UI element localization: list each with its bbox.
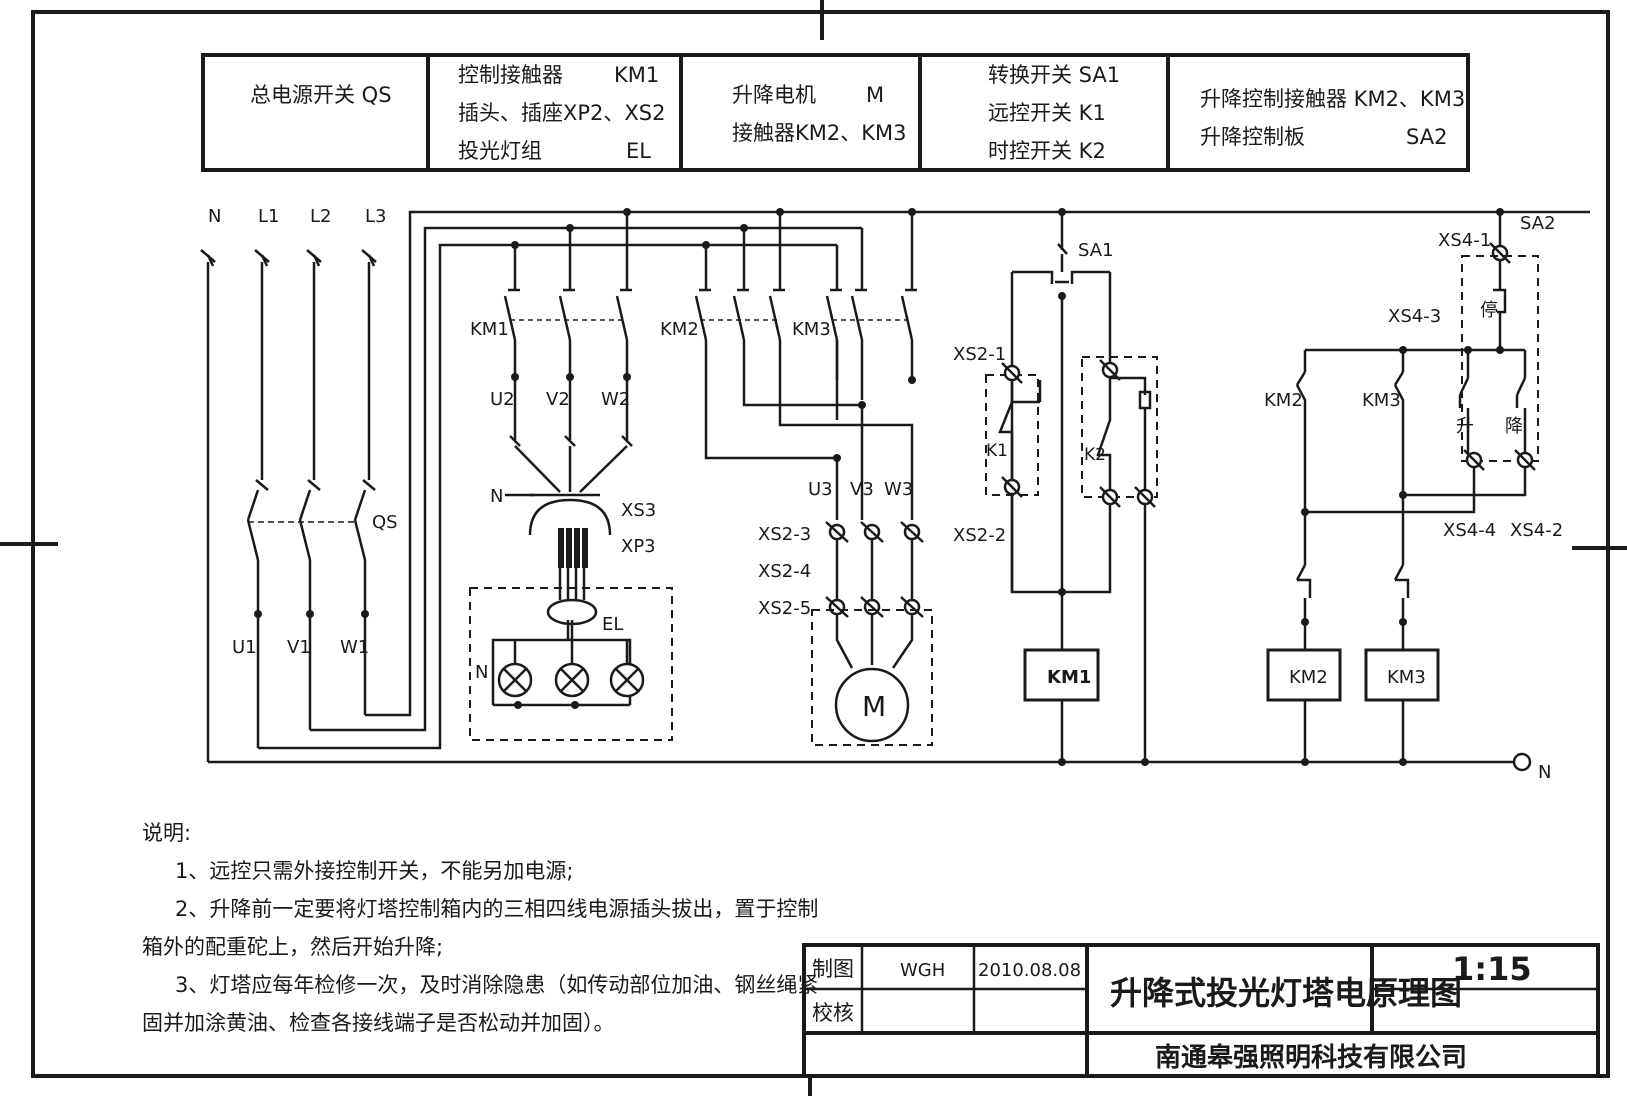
k2-box xyxy=(1081,356,1158,498)
supply-terminals xyxy=(200,249,377,762)
label-xs2-5: XS2-5 xyxy=(758,598,811,619)
motor-icon: M xyxy=(834,667,910,743)
legend-motor-code: M xyxy=(866,83,884,107)
title-block: 制图 WGH 2010.08.08 校核 升降式投光灯塔电原理图 1:15 南通… xyxy=(802,943,1600,1078)
label-stop: 停 xyxy=(1480,300,1498,321)
label-n: N xyxy=(208,206,221,227)
xs3-plug-lamp-group: N XS3 XP3 EL N xyxy=(469,445,673,741)
label-xs3: XS3 xyxy=(621,500,656,521)
label-xs2-2: XS2-2 xyxy=(953,525,1006,546)
note-2a: 2、升降前一定要将灯塔控制箱内的三相四线电源插头拔出，置于控制 xyxy=(175,897,818,921)
drawn-label: 制图 xyxy=(812,957,854,981)
drawn-by: WGH xyxy=(900,960,945,981)
label-l3: L3 xyxy=(365,206,386,227)
legend-k1: 远控开关 K1 xyxy=(988,101,1106,125)
label-km2-coil: KM2 xyxy=(1289,667,1328,688)
label-qs: QS xyxy=(372,512,398,533)
legend-motor: 升降电机 xyxy=(732,83,816,107)
label-km1-contacts: KM1 xyxy=(470,319,509,340)
lamp-box xyxy=(469,587,673,741)
label-xs2-1: XS2-1 xyxy=(953,344,1006,365)
label-xs4-2: XS4-2 xyxy=(1510,520,1563,541)
label-sa2: SA2 xyxy=(1520,213,1556,234)
legend-qs: 总电源开关 QS xyxy=(250,83,392,107)
label-n-end: N xyxy=(1538,762,1551,783)
label-w2: W2 xyxy=(601,389,630,410)
drawing-date: 2010.08.08 xyxy=(978,960,1081,981)
component-legend-table: 总电源开关 QS 控制接触器 KM1 插头、插座XP2、XS2 投光灯组 EL … xyxy=(201,53,1470,172)
notes: 说明: 1、远控只需外接控制开关，不能另加电源; 2、升降前一定要将灯塔控制箱内… xyxy=(142,821,818,1035)
label-el: EL xyxy=(602,614,623,635)
legend-km2-km3: 接触器KM2、KM3 xyxy=(732,121,907,145)
lamp-2-icon xyxy=(554,662,590,698)
km2-km3-main-contacts: KM2 KM3 U3 V3 W3 xyxy=(660,208,917,520)
lamp-1-icon xyxy=(497,662,533,698)
note-3b: 固并加涂黄油、检查各接线端子是否松动并加固）。 xyxy=(142,1011,615,1035)
label-sa1: SA1 xyxy=(1078,240,1114,261)
km2-coil xyxy=(1266,648,1342,702)
km1-main-contacts: KM1 U2 V2 W2 xyxy=(470,208,633,447)
legend-k2: 时控开关 K2 xyxy=(988,139,1106,163)
legend-km1: 控制接触器 xyxy=(458,63,563,87)
legend-el-code: EL xyxy=(626,139,651,163)
label-up: 升 xyxy=(1456,416,1474,437)
label-l2: L2 xyxy=(310,206,331,227)
lift-control-branch: SA2 XS4-1 停 XS4-3 升 降 XS4-4 XS4-2 KM xyxy=(1264,208,1563,783)
legend-lift-contactor: 升降控制接触器 KM2、KM3 xyxy=(1200,87,1465,111)
legend-km1-code: KM1 xyxy=(614,63,659,87)
label-down: 降 xyxy=(1505,416,1523,437)
label-u2: U2 xyxy=(490,389,515,410)
legend-sa2-code: SA2 xyxy=(1406,125,1447,149)
label-xs2-4: XS2-4 xyxy=(758,561,811,582)
label-w3: W3 xyxy=(884,479,913,500)
label-xs2-3: XS2-3 xyxy=(758,524,811,545)
check-label: 校核 xyxy=(812,1001,854,1025)
label-xs4-3: XS4-3 xyxy=(1388,306,1441,327)
label-v1: V1 xyxy=(287,637,311,658)
label-km3-contacts: KM3 xyxy=(792,319,831,340)
label-u1: U1 xyxy=(232,637,257,658)
note-2b: 箱外的配重砣上，然后开始升降; xyxy=(142,935,443,959)
note-1: 1、远控只需外接控制开关，不能另加电源; xyxy=(175,859,573,883)
motor-box xyxy=(811,609,933,746)
qs-breaker: QS U1 V1 W1 xyxy=(232,489,398,748)
label-el-n: N xyxy=(475,662,488,683)
company-name: 南通皋强照明科技有限公司 xyxy=(1155,1042,1467,1073)
motor-connectors: XS2-3 XS2-4 XS2-5 M xyxy=(758,521,933,746)
label-l1: L1 xyxy=(258,206,279,227)
label-xs4-4: XS4-4 xyxy=(1443,520,1496,541)
km1-coil xyxy=(1023,648,1100,702)
label-km2-contacts: KM2 xyxy=(660,319,699,340)
label-km3-aux: KM3 xyxy=(1362,390,1401,411)
label-k2: K2 xyxy=(1084,445,1106,465)
drawing-scale: 1:15 xyxy=(1452,950,1532,988)
label-km1-coil: KM1 xyxy=(1047,667,1091,688)
label-v2: V2 xyxy=(546,389,570,410)
label-v3: V3 xyxy=(850,479,874,500)
legend-sa1: 转换开关 SA1 xyxy=(988,63,1120,87)
label-k1: K1 xyxy=(986,441,1008,461)
legend-sa2: 升降控制板 xyxy=(1200,125,1305,149)
legend-el: 投光灯组 xyxy=(458,139,542,163)
km1-control-branch: SA1 XS2-1 K1 XS2-2 K2 xyxy=(953,208,1158,766)
label-km3-coil: KM3 xyxy=(1387,667,1426,688)
label-u3: U3 xyxy=(808,479,833,500)
notes-title: 说明: xyxy=(142,821,191,845)
label-w1: W1 xyxy=(340,637,369,658)
label-xp3: XP3 xyxy=(621,536,656,557)
label-motor: M xyxy=(862,690,886,723)
label-km2-aux: KM2 xyxy=(1264,390,1303,411)
label-n-plug: N xyxy=(490,486,503,507)
lamp-3-icon xyxy=(609,662,645,698)
note-3a: 3、灯塔应每年检修一次，及时消除隐患（如传动部位加油、钢丝绳紧 xyxy=(175,973,818,997)
drawing-title: 升降式投光灯塔电原理图 xyxy=(1110,974,1462,1012)
legend-xp2: 插头、插座XP2、XS2 xyxy=(458,101,666,125)
label-xs4-1: XS4-1 xyxy=(1438,230,1491,251)
